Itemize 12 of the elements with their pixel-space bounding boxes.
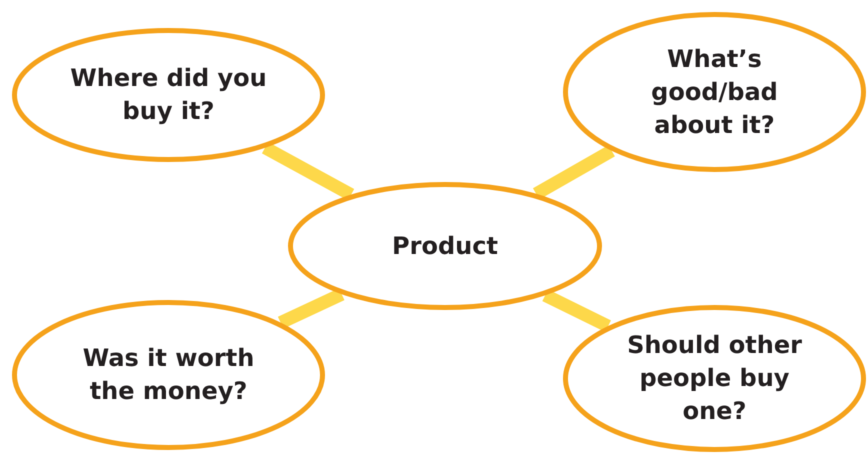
ellipse-node xyxy=(563,305,866,452)
node-text: Should other people buy one? xyxy=(626,330,803,427)
connector-line xyxy=(262,142,354,200)
connector-line xyxy=(278,288,344,329)
node-text: Where did you buy it? xyxy=(69,63,268,127)
node-text: Was it worth the money? xyxy=(82,343,256,407)
ellipse-node xyxy=(563,12,866,172)
node-text: Product xyxy=(392,230,498,262)
ellipse-node xyxy=(288,182,602,310)
ellipse-node xyxy=(12,28,325,162)
node-text: What’s good/bad about it? xyxy=(650,44,779,140)
ellipse-node xyxy=(12,300,325,450)
